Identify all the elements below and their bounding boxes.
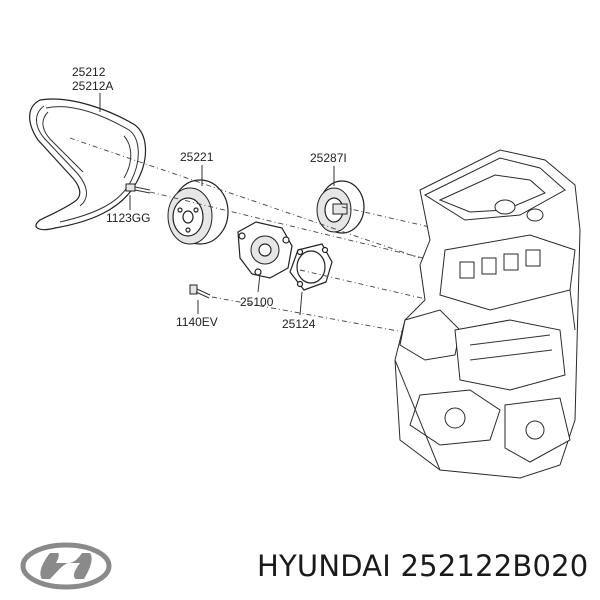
engine-block [394, 149, 581, 479]
belt-label-1: 25212 [72, 65, 106, 79]
bolt-label: 1123GG [106, 211, 150, 225]
pulley-label: 25221 [180, 150, 214, 164]
belt-label-2: 25212A [72, 79, 113, 93]
drive-belt [29, 98, 147, 231]
idler-label: 25287I [310, 151, 347, 165]
bolt2-label: 1140EV [176, 315, 218, 329]
idler-pulley [316, 180, 365, 234]
gasket [289, 243, 333, 291]
water-pump [237, 221, 293, 279]
part-number: 252122B020 [400, 549, 589, 583]
hyundai-logo-icon [20, 542, 112, 590]
bolt-1123gg [125, 183, 151, 194]
brand-name: HYUNDAI [257, 549, 392, 583]
bolt-1140ev [189, 284, 211, 299]
brand-part-number: HYUNDAI 252122B020 [257, 549, 588, 583]
pump-label: 25100 [240, 295, 274, 309]
pulley [167, 179, 229, 245]
gasket-label: 25124 [282, 317, 316, 331]
